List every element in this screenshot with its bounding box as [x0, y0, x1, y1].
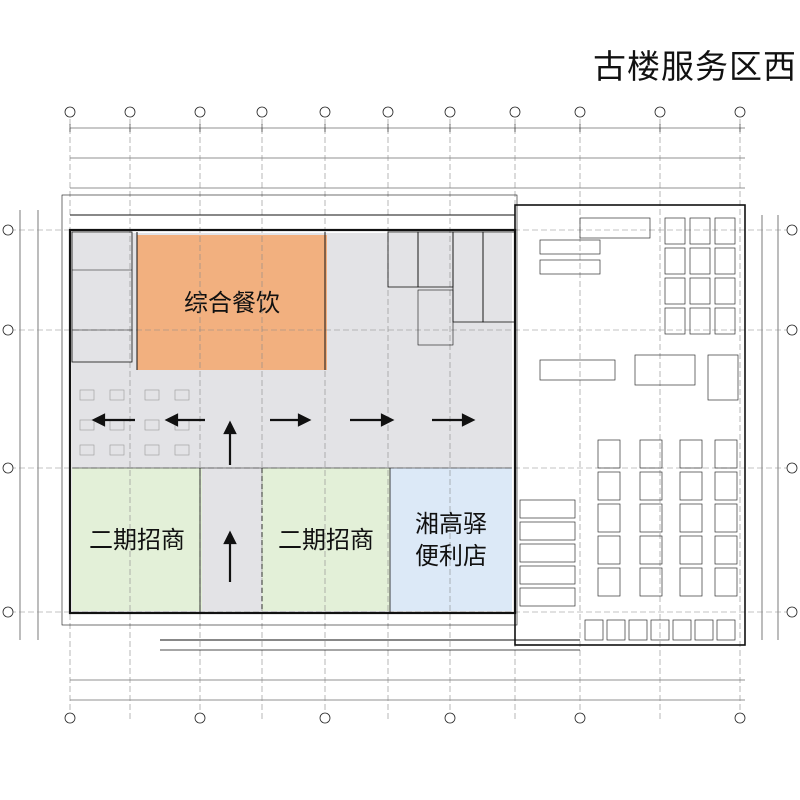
phase2-left-label: 二期招商 — [89, 525, 185, 554]
store-label-line2: 便利店 — [415, 541, 487, 570]
phase2-left-zone: 二期招商 — [72, 468, 202, 611]
phase2-mid-label: 二期招商 — [278, 525, 374, 554]
dining-zone: 综合餐饮 — [137, 235, 327, 370]
phase2-mid-zone: 二期招商 — [262, 468, 390, 611]
page-title: 古楼服务区西区 — [593, 47, 800, 86]
store-zone: 湘高驿 便利店 — [390, 468, 512, 611]
store-label-line1: 湘高驿 — [415, 509, 487, 538]
